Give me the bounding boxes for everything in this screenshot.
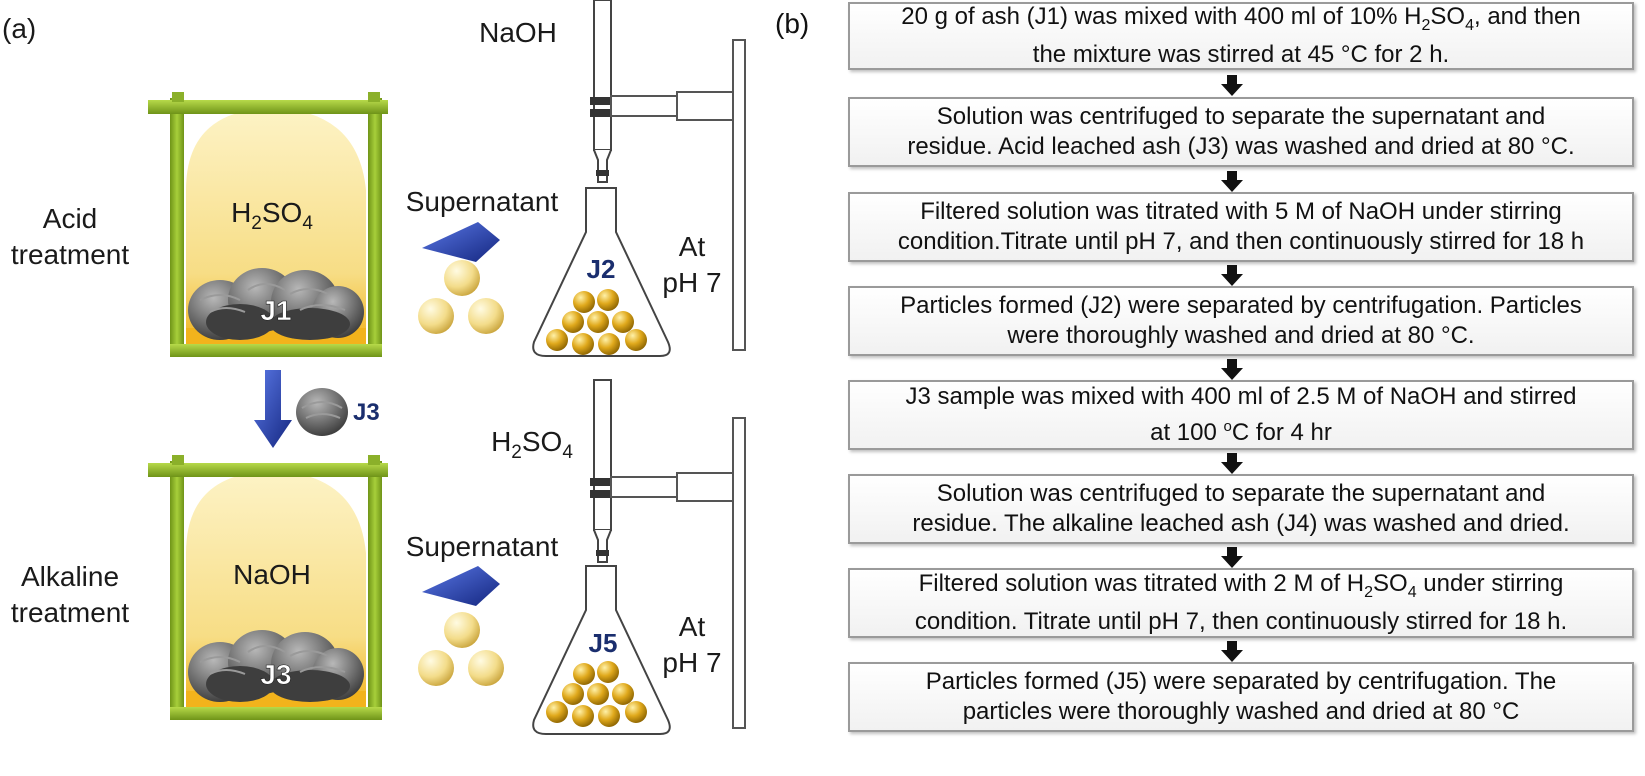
step-3-line2: condition.Titrate until pH 7, and then c… — [897, 228, 1585, 255]
alkaline-title-line1: Alkaline — [21, 561, 119, 592]
transfer-ash-pile — [296, 388, 348, 436]
acid-ash-label: J1 — [260, 295, 291, 326]
alkaline-ash-label: J3 — [260, 659, 291, 690]
panel-b-label: (b) — [775, 8, 810, 39]
acid-frame-bottom-bar — [170, 344, 382, 357]
top-product-label: J2 — [587, 254, 616, 284]
step-7: Filtered solution was titrated with 2 M … — [848, 568, 1634, 638]
top-supernatant-label: Supernatant — [406, 186, 559, 217]
top-condition-line2: pH 7 — [662, 267, 721, 298]
step-2-line2: residue. Acid leached ash (J3) was washe… — [907, 133, 1575, 160]
alkaline-reagent-label: NaOH — [233, 559, 311, 590]
bottom-stand — [610, 417, 746, 729]
transfer-down-arrow — [254, 370, 292, 448]
acid-frame-top-bar — [148, 100, 388, 114]
acid-title-line1: Acid — [43, 203, 97, 234]
alkaline-title-line2: treatment — [11, 597, 129, 628]
step-5-line1: J3 sample was mixed with 400 ml of 2.5 M… — [905, 383, 1577, 410]
top-titrant-label: NaOH — [479, 17, 557, 48]
top-condition-line1: At — [679, 231, 706, 262]
acid-title-line2: treatment — [11, 239, 129, 270]
bottom-burette — [590, 379, 615, 563]
step-4: Particles formed (J2) were separated by … — [848, 286, 1634, 356]
alkaline-frame-right-post — [368, 461, 382, 719]
top-supernatant-particles — [418, 260, 504, 334]
bottom-product-particles — [546, 661, 647, 727]
step-4-line1: Particles formed (J2) were separated by … — [900, 292, 1582, 319]
acid-reagent-label: H2SO4 — [231, 197, 313, 234]
bottom-product-label: J5 — [589, 628, 618, 658]
step-1: 20 g of ash (J1) was mixed with 400 ml o… — [848, 2, 1634, 70]
step-6-line2: residue. The alkaline leached ash (J4) w… — [912, 510, 1570, 537]
step-7-line1: Filtered solution was titrated with 2 M … — [918, 569, 1564, 601]
step-2-line1: Solution was centrifuged to separate the… — [936, 103, 1546, 130]
step-8-line2: particles were thoroughly washed and dri… — [962, 698, 1520, 725]
top-stand — [610, 39, 746, 351]
top-burette — [590, 0, 615, 183]
transfer-label: J3 — [353, 399, 380, 426]
acid-ash-pile — [188, 268, 364, 340]
alkaline-frame-left-post — [170, 461, 184, 719]
step-3-line1: Filtered solution was titrated with 5 M … — [920, 198, 1562, 225]
acid-frame-left-post — [170, 98, 184, 356]
step-5: J3 sample was mixed with 400 ml of 2.5 M… — [848, 380, 1634, 450]
acid-frame-right-post — [368, 98, 382, 356]
top-product-particles — [546, 289, 647, 355]
bottom-supernatant-arrow — [422, 566, 500, 606]
alkaline-frame-top-bar — [148, 463, 388, 477]
bottom-supernatant-label: Supernatant — [406, 531, 559, 562]
bottom-titrant-label: H2SO4 — [491, 426, 573, 463]
alkaline-ash-pile — [188, 630, 364, 702]
top-supernatant-arrow — [422, 222, 500, 262]
step-1-line1: 20 g of ash (J1) was mixed with 400 ml o… — [901, 2, 1581, 34]
bottom-condition-line1: At — [679, 611, 706, 642]
step-3: Filtered solution was titrated with 5 M … — [848, 192, 1634, 262]
panel-a-label: (a) — [2, 13, 36, 44]
step-6-line1: Solution was centrifuged to separate the… — [936, 480, 1546, 507]
step-8: Particles formed (J5) were separated by … — [848, 662, 1634, 732]
step-2: Solution was centrifuged to separate the… — [848, 97, 1634, 167]
step-8-line1: Particles formed (J5) were separated by … — [925, 668, 1557, 695]
step-7-line2: condition. Titrate until pH 7, then cont… — [914, 608, 1568, 636]
bottom-supernatant-particles — [418, 612, 504, 686]
step-4-line2: were thoroughly washed and dried at 80 °… — [1007, 322, 1475, 349]
step-5-line2: at 100 oC for 4 hr — [1150, 418, 1332, 446]
step-1-line2: the mixture was stirred at 45 °C for 2 h… — [1032, 41, 1450, 69]
bottom-condition-line2: pH 7 — [662, 647, 721, 678]
step-6: Solution was centrifuged to separate the… — [848, 474, 1634, 544]
alkaline-frame-bottom-bar — [170, 707, 382, 720]
